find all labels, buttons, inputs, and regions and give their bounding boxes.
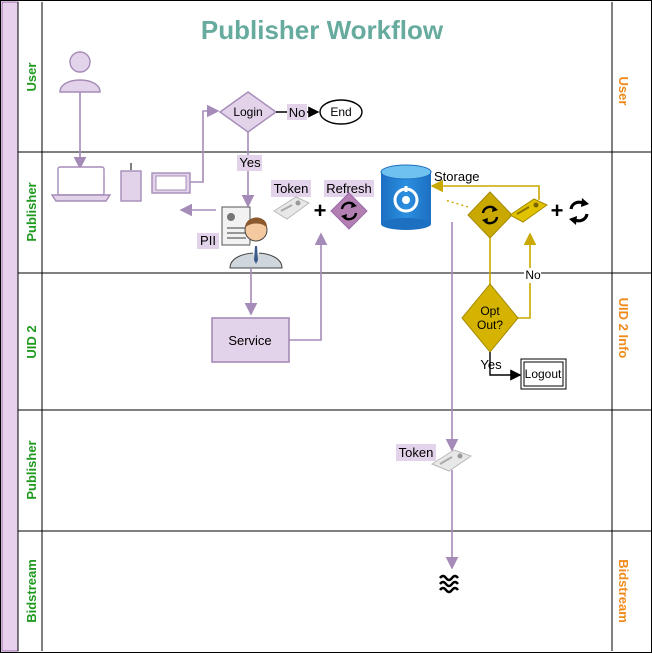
refresh-diamond: [330, 192, 368, 230]
laptop-icon: [50, 166, 112, 202]
end-terminator: End: [319, 99, 363, 125]
bidstream-waves-icon: [439, 574, 459, 594]
lane-label-uid2: UID 2: [24, 325, 39, 358]
lane-label-publisher: Publisher: [24, 182, 39, 241]
lane-label-publisher-2: Publisher: [24, 440, 39, 499]
pool-bar: [1, 1, 19, 652]
refresh-label-bg: [324, 180, 374, 197]
plus-sign-2: +: [551, 198, 564, 223]
opt-out-line1: Opt: [480, 304, 500, 318]
login-label: Login: [233, 105, 262, 119]
service-label: Service: [228, 333, 271, 348]
token-tag-icon: [273, 196, 310, 220]
yes-login-bg: [237, 155, 262, 171]
gold-token-tag-icon: [509, 198, 548, 223]
gold-refresh-diamond: [467, 191, 513, 239]
no-login-bg: [287, 104, 307, 120]
right-label-bidstream: Bidstream: [616, 559, 631, 623]
token-lower-label: Token: [399, 445, 434, 460]
opt-out-line2: Out?: [477, 318, 503, 332]
plus-sign: +: [314, 198, 327, 223]
end-label: End: [330, 105, 351, 119]
refresh-label: Refresh: [326, 181, 372, 196]
service-box: Service: [211, 317, 290, 363]
logout-label: Logout: [525, 367, 562, 381]
pii-label: PII: [200, 233, 216, 248]
dotted-link: [444, 199, 469, 208]
token-lower-label-bg: [396, 444, 436, 461]
user-icon: [59, 51, 101, 93]
diagram-title: Publisher Workflow: [201, 15, 444, 45]
yes-login-label: Yes: [239, 155, 261, 170]
right-label-user: User: [616, 77, 631, 106]
right-label-uid2-info: UID 2 Info: [616, 298, 631, 359]
lane-label-user: User: [24, 63, 39, 92]
lane-grid: [17, 2, 651, 651]
no-opt-label: No: [525, 268, 541, 282]
yes-opt-label: Yes: [480, 357, 502, 372]
tablet-icon: [151, 172, 191, 194]
lane-label-bidstream: Bidstream: [24, 559, 39, 623]
black-refresh-icon: [569, 198, 589, 225]
phone-icon: [120, 170, 142, 202]
no-opt-bg: [524, 268, 541, 283]
pii-label-bg: [197, 233, 219, 249]
storage-label: Storage: [434, 169, 480, 184]
logout-box: Logout: [520, 358, 567, 390]
token-lower-tag-icon: [430, 449, 473, 472]
token-label-bg: [271, 180, 311, 197]
token-label: Token: [274, 181, 309, 196]
storage-cylinder-icon: [380, 164, 432, 230]
pii-person-icon: [221, 206, 283, 269]
no-login-label: No: [289, 105, 306, 120]
